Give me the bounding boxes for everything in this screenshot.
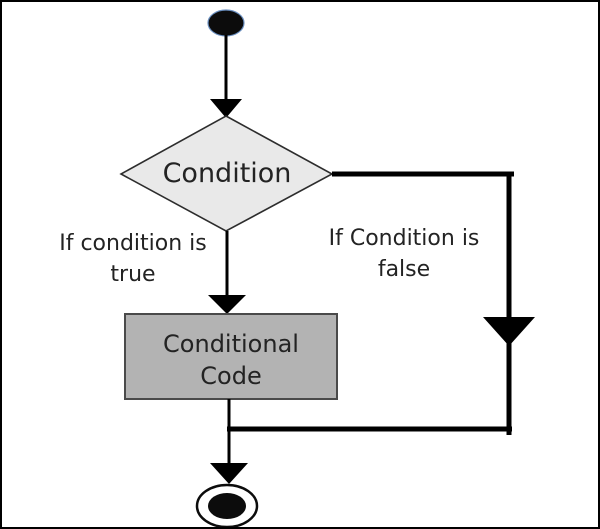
condition-label: Condition — [162, 158, 292, 189]
true-branch-arrowhead-icon — [208, 295, 246, 314]
conditional-code-label-line1: Conditional — [163, 330, 299, 358]
false-branch-arrowhead-icon — [483, 317, 535, 346]
true-branch-label-line1: If condition is — [59, 231, 207, 256]
start-to-condition-arrowhead-icon — [210, 99, 242, 118]
false-branch-label-line1: If Condition is — [328, 226, 480, 251]
conditional-code-label: Conditional Code — [125, 328, 337, 392]
false-branch-label-line2: false — [377, 257, 431, 282]
true-branch-label: If condition is true — [40, 228, 226, 290]
conditional-code-box — [124, 313, 338, 400]
conditional-code-label-line2: Code — [200, 362, 262, 390]
end-node-inner — [208, 493, 246, 519]
box-to-end-arrowhead-icon — [210, 463, 248, 484]
false-branch-label: If Condition is false — [314, 223, 494, 285]
true-branch-label-line2: true — [110, 262, 156, 287]
start-node — [207, 9, 245, 37]
